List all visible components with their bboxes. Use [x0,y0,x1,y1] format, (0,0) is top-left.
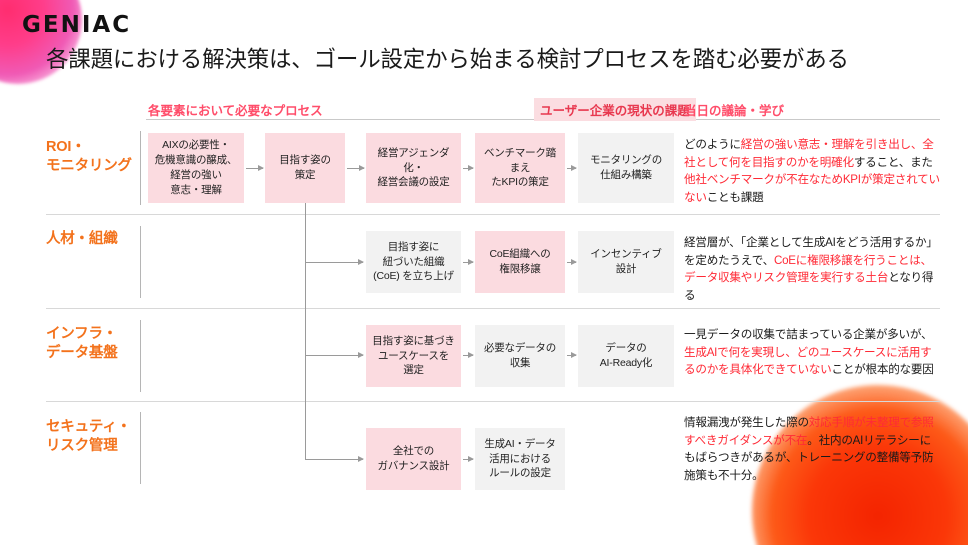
learning-seg: どのように [684,138,741,151]
arrow-r1-2 [347,165,365,171]
arrow-r2-1 [463,259,474,265]
learning-text-r4: 情報漏洩が発生した際の対応手順が未整理で参照すべきガイダンスが不在。社内のAIリ… [684,414,942,484]
learning-seg-hl: CoEに権限移譲を行うことは、データ収集やリスク管理を実行する土台 [684,253,932,285]
row-separator-4 [140,412,141,484]
geniac-logo: GENIAC [22,12,132,38]
arrow-r3-1 [463,352,474,358]
row-label-infra-line1: インフラ・ [46,326,118,342]
header-rule-learning [684,119,940,120]
learning-seg: 情報漏洩が発生した際の [684,416,809,429]
row-label-infra-line2: データ基盤 [46,345,118,362]
process-box-r2-c2[interactable]: CoE組織への権限移譲 [475,231,565,293]
process-box-r2-c1[interactable]: 目指す姿に紐づいた組織(CoE) を立ち上げ [366,231,461,293]
row-divider-1 [46,214,940,215]
row-label-roi-line2: モニタリング [46,158,132,175]
process-box-r4-c2[interactable]: 生成AI・データ活用におけるルールの設定 [475,428,565,490]
arrow-r4-1 [463,456,474,462]
row-label-roi: ROI・ モニタリング [46,138,132,176]
page-title: 各課題における解決策は、ゴール設定から始まる検討プロセスを踏む必要がある [46,47,849,72]
arrow-r1-1 [246,165,264,171]
process-box-r1-c3[interactable]: 経営アジェンダ化・経営会議の設定 [366,133,461,203]
branch-arrow-row4 [305,456,364,462]
process-box-r2-c3[interactable]: インセンティブ設計 [578,231,674,293]
process-box-r1-c5[interactable]: モニタリングの仕組み構築 [578,133,674,203]
learning-seg: 。社内のAIリテラシーにもばらつきがあるが、トレーニングの整備等予防施策も不十分… [684,433,934,482]
learning-text-r1: どのように経営の強い意志・理解を引き出し、全社として何を目指すのかを明確化するこ… [684,136,942,206]
learning-seg: 経営層が、「企業として生成AIをどう活用するか」を定めたうえで、 [684,236,938,267]
row-label-people-line1: 人材・組織 [46,231,118,247]
row-separator-2 [140,226,141,298]
learning-seg-hl: 経営の強い意志・理解を引き出し、全社として何を目指すのかを明確化 [684,138,934,169]
learning-seg: 一見データの収集で詰まっている企業が多いが、 [684,328,933,341]
arrow-r2-2 [567,259,577,265]
branch-arrow-row2 [305,259,364,265]
column-header-learning: 当日の議論・学び [684,104,785,118]
learning-seg-hl: 他社ベンチマークが不在なためKPIが策定されていない [684,173,940,204]
row-label-security-line2: リスク管理 [46,438,118,455]
learning-text-r3: 一見データの収集で詰まっている企業が多いが、生成AIで何を実現し、どのユースケー… [684,326,942,379]
column-header-issue: ユーザー企業の現状の課題 [534,98,696,121]
learning-seg: ことも課題 [706,190,764,204]
row-label-infra: インフラ・ データ基盤 [46,325,118,363]
column-header-process: 各要素において必要なプロセス [148,104,323,118]
trunk-connector [305,203,306,459]
arrow-r1-4 [567,165,577,171]
learning-seg: ことが根本的な要因 [831,363,934,377]
row-separator-1 [140,131,141,205]
process-box-r3-c2[interactable]: 必要なデータの収集 [475,325,565,387]
arrow-r3-2 [567,352,577,358]
process-box-r3-c1[interactable]: 目指す姿に基づきユースケースを選定 [366,325,461,387]
row-label-security: セキュティ・ リスク管理 [46,418,131,456]
learning-seg-hl: 対応手順が未整理で参照すべきガイダンスが不在 [684,416,934,447]
branch-arrow-row3 [305,352,364,358]
learning-text-r2: 経営層が、「企業として生成AIをどう活用するか」を定めたうえで、CoEに権限移譲… [684,234,942,304]
arrow-r1-3 [463,165,474,171]
process-box-r4-c1[interactable]: 全社でのガバナンス設計 [366,428,461,490]
process-box-r1-c2[interactable]: 目指す姿の策定 [265,133,345,203]
row-separator-3 [140,320,141,392]
learning-seg: すること、また [853,155,933,169]
header-rule-process [146,119,676,120]
process-box-r1-c4[interactable]: ベンチマーク踏まえたKPIの策定 [475,133,565,203]
row-label-roi-line1: ROI・ [46,139,86,155]
row-label-security-line1: セキュティ・ [46,419,131,435]
process-box-r1-c1[interactable]: AIXの必要性・危機意識の醸成、経営の強い意志・理解 [148,133,244,203]
row-divider-3 [46,401,940,402]
row-label-people: 人材・組織 [46,230,118,249]
learning-seg-hl: 生成AIで何を実現し、どのユースケースに活用するのかを具体化できていない [684,345,932,377]
learning-seg: となり得る [684,271,934,302]
row-divider-2 [46,308,940,309]
